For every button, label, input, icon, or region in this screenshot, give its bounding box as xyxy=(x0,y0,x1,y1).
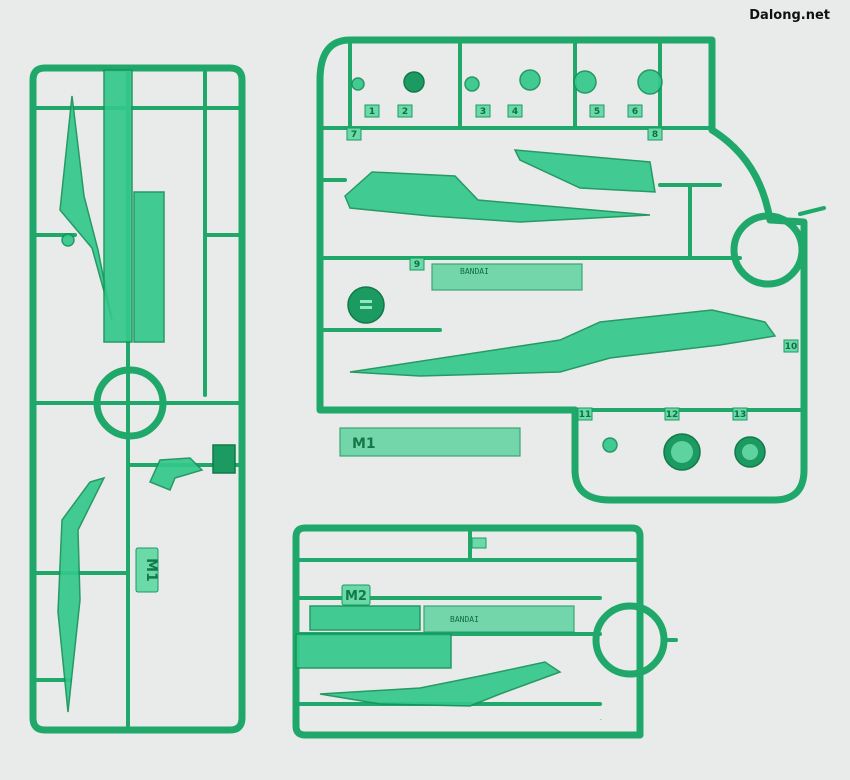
part-number-6: 6 xyxy=(632,107,638,117)
part-number-1: 1 xyxy=(369,107,375,117)
watermark: Dalong.net xyxy=(749,8,830,23)
top-right-sprue-frame xyxy=(316,36,826,504)
part-number-5: 5 xyxy=(594,107,600,117)
left-sprue-frame xyxy=(29,64,246,734)
sprue-code-m1-right: M1 xyxy=(352,436,376,452)
part-number-7: 7 xyxy=(351,130,357,140)
plate-text-a: BANDAI xyxy=(460,267,489,276)
left-sprue-parts xyxy=(57,69,236,713)
bottom-right-sprue-parts: M2 BANDAI M2 xyxy=(295,537,602,721)
part-number-12: 12 xyxy=(666,410,679,420)
top-right-sprue-parts: BANDAI xyxy=(339,69,777,471)
part-number-10: 10 xyxy=(785,342,798,352)
part-number-8: 8 xyxy=(652,130,658,140)
part-number-4: 4 xyxy=(512,107,518,117)
sprue-code-m2: M2 xyxy=(345,589,367,604)
part-number-13: 13 xyxy=(734,410,747,420)
sprue-code-m2-right: M2 xyxy=(600,719,602,721)
part-number-11: 11 xyxy=(579,410,592,420)
top-right-part-tags: 1 2 3 4 5 6 7 8 9 10 11 12 13 M1 xyxy=(346,104,799,452)
part-number-2: 2 xyxy=(402,107,408,117)
left-sprue-code-m1: M1 xyxy=(135,547,159,593)
part-number-3: 3 xyxy=(480,107,486,117)
sprue-code-m1: M1 xyxy=(143,558,159,582)
part-number-9: 9 xyxy=(414,260,420,270)
plate-text-b: BANDAI xyxy=(450,615,479,624)
